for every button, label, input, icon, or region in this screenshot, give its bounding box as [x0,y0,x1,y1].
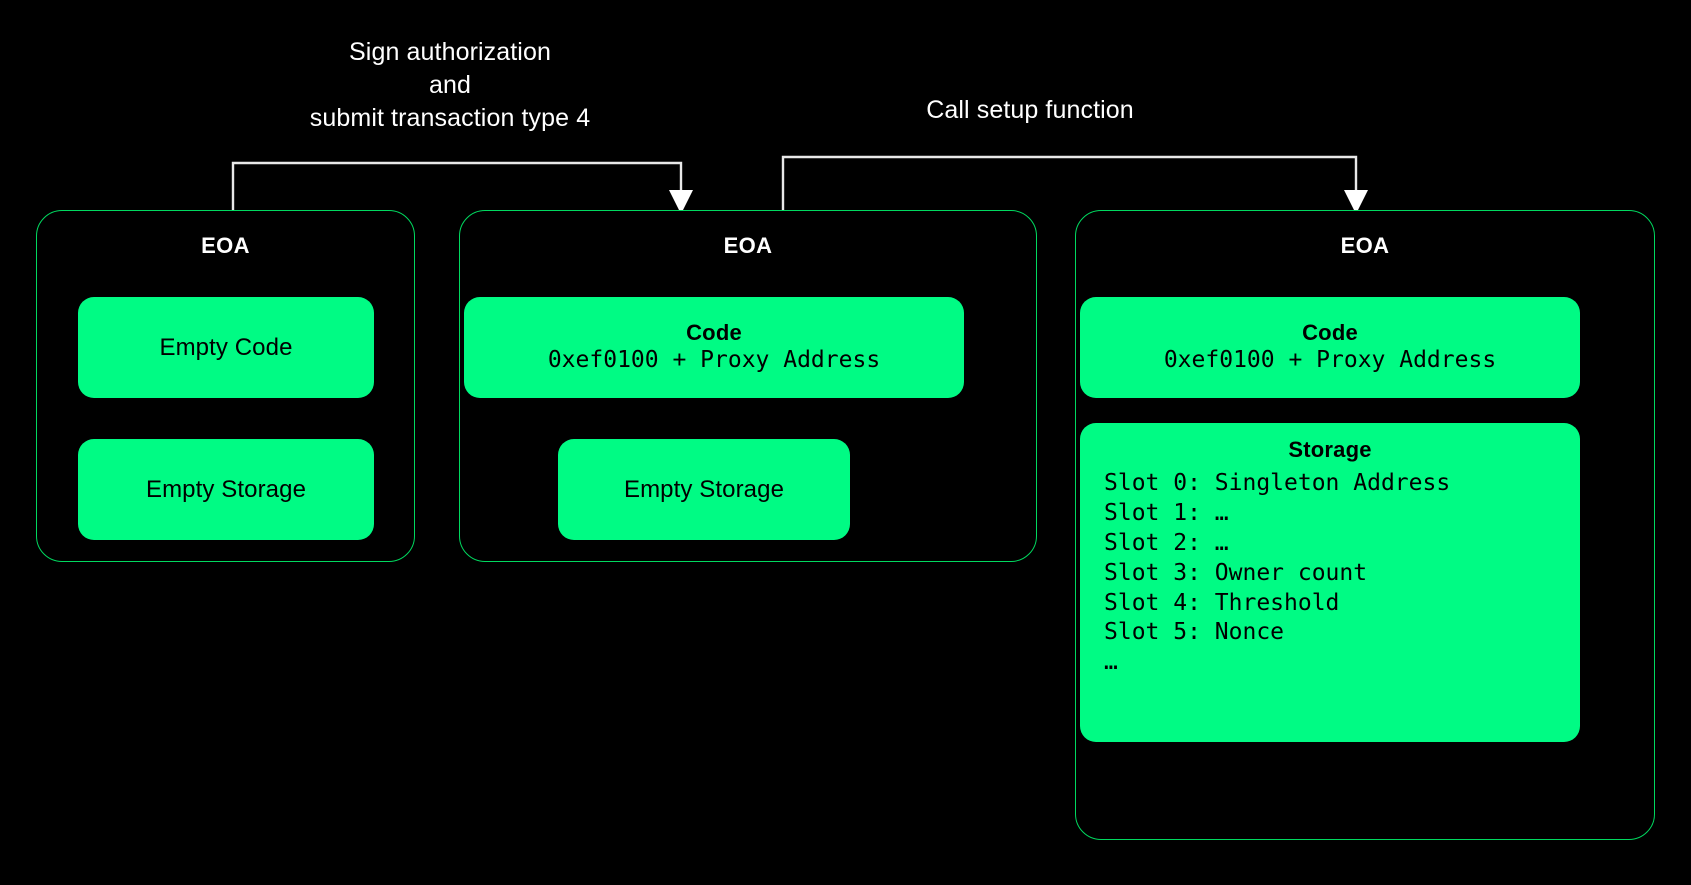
card-title-eoa: EOA [1340,233,1390,258]
code-box-title: Code [686,319,742,345]
eoa-card-initialized[interactable]: EOA Code 0xef0100 + Proxy Address Storag… [1075,210,1655,840]
eoa-card-initial[interactable]: EOA Empty Code Empty Storage [36,210,415,562]
storage-slot-line: Slot 3: Owner count [1104,559,1368,586]
code-box-value: 0xef0100 + Proxy Address [547,346,881,373]
arrow-sign-authorization [231,161,693,214]
eoa-card-delegated[interactable]: EOA Code 0xef0100 + Proxy Address Empty … [459,210,1037,562]
empty-storage-label: Empty Storage [145,475,307,503]
card-title-eoa: EOA [723,233,773,258]
storage-box-title: Storage [1288,437,1372,462]
storage-slot-line: Slot 0: Singleton Address [1104,470,1451,496]
empty-storage-box: Empty Storage [78,439,374,540]
storage-slot-line: Slot 1: … [1104,499,1229,526]
card-title-eoa: EOA [201,233,250,258]
arrow-label-sign-authorization: Sign authorization and submit transactio… [309,38,591,132]
empty-code-box: Empty Code [78,297,374,398]
empty-storage-box: Empty Storage [558,439,850,540]
code-box: Code 0xef0100 + Proxy Address [1080,297,1580,398]
storage-slot-line: Slot 4: Threshold [1104,589,1340,616]
storage-slot-line: … [1104,649,1118,676]
code-box: Code 0xef0100 + Proxy Address [464,297,964,398]
code-box-value: 0xef0100 + Proxy Address [1163,346,1497,373]
empty-code-label: Empty Code [159,333,293,361]
empty-storage-label: Empty Storage [623,475,785,503]
storage-slot-line: Slot 2: … [1104,529,1229,556]
storage-slot-line: Slot 5: Nonce [1104,619,1285,646]
arrow-call-setup [781,155,1368,214]
code-box-title: Code [1302,319,1358,345]
arrow-label-call-setup: Call setup function [926,96,1134,124]
